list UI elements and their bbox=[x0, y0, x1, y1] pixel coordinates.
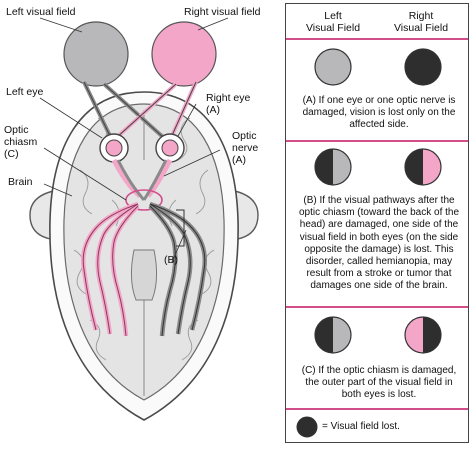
visual-field-circle bbox=[314, 48, 442, 86]
label-left-eye: Left eye bbox=[6, 86, 44, 98]
visual-pathway-diagram: Left visual field Right visual field Lef… bbox=[4, 6, 261, 421]
section-c-text: (C) If the optic chiasm is damaged, the … bbox=[301, 365, 457, 401]
visual-field-circle bbox=[314, 316, 442, 354]
divider bbox=[286, 306, 468, 308]
label-b-marker: (B) bbox=[164, 254, 178, 266]
divider bbox=[286, 140, 468, 142]
divider bbox=[286, 38, 468, 40]
label-left-visual-field: Left visual field bbox=[6, 6, 76, 18]
brain-illustration bbox=[29, 17, 259, 421]
section-a-text: (A) If one eye or one optic nerve is dam… bbox=[302, 95, 456, 131]
eye-icon bbox=[99, 133, 185, 163]
visual-field-circle bbox=[314, 148, 442, 186]
legend-lost-circle bbox=[296, 416, 318, 438]
section-b-text: (B) If the visual pathways after the opt… bbox=[298, 195, 460, 292]
legend-text: = Visual field lost. bbox=[322, 421, 400, 432]
label-right-eye: Right eye(A) bbox=[206, 92, 251, 116]
label-brain: Brain bbox=[8, 176, 33, 188]
label-right-visual-field: Right visual field bbox=[184, 6, 261, 18]
divider bbox=[286, 408, 468, 410]
